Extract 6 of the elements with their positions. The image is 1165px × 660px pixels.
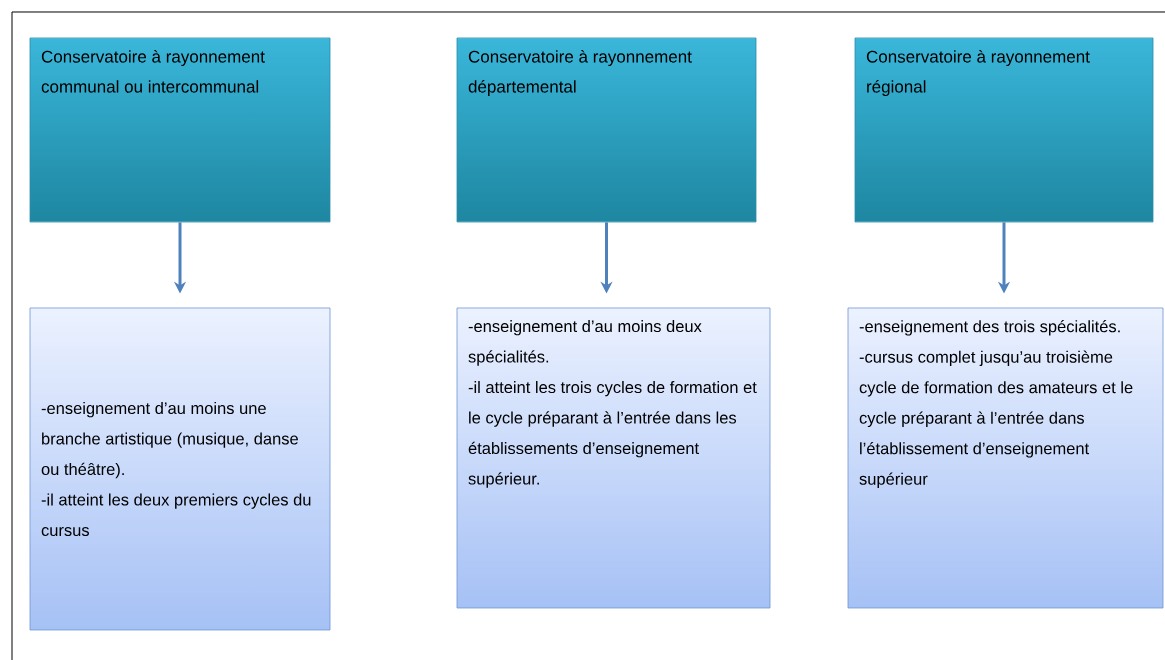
description-box: -enseignement d’au moins deux spécialités. -il atteint les trois cycles de formation et le cycle préparant à l’entrée dans les établissements d’enseignement supérieur. [456,307,771,609]
description-box: -enseignement d’au moins une branche artistique (musique, danse ou théâtre). -il atteint les deux premiers cycles du cursus [29,307,331,631]
heading-box: Conservatoire à rayonnement départemental [456,37,757,223]
heading-box: Conservatoire à rayonnement régional [854,37,1154,223]
description-box: -enseignement des trois spécialités. -cursus complet jusqu’au troisième cycle de formation des amateurs et le cycle préparant à l’entrée dans l’établissement d’enseignement supérieur [847,307,1164,609]
heading-box: Conservatoire à rayonnement communal ou intercommunal [29,37,331,223]
